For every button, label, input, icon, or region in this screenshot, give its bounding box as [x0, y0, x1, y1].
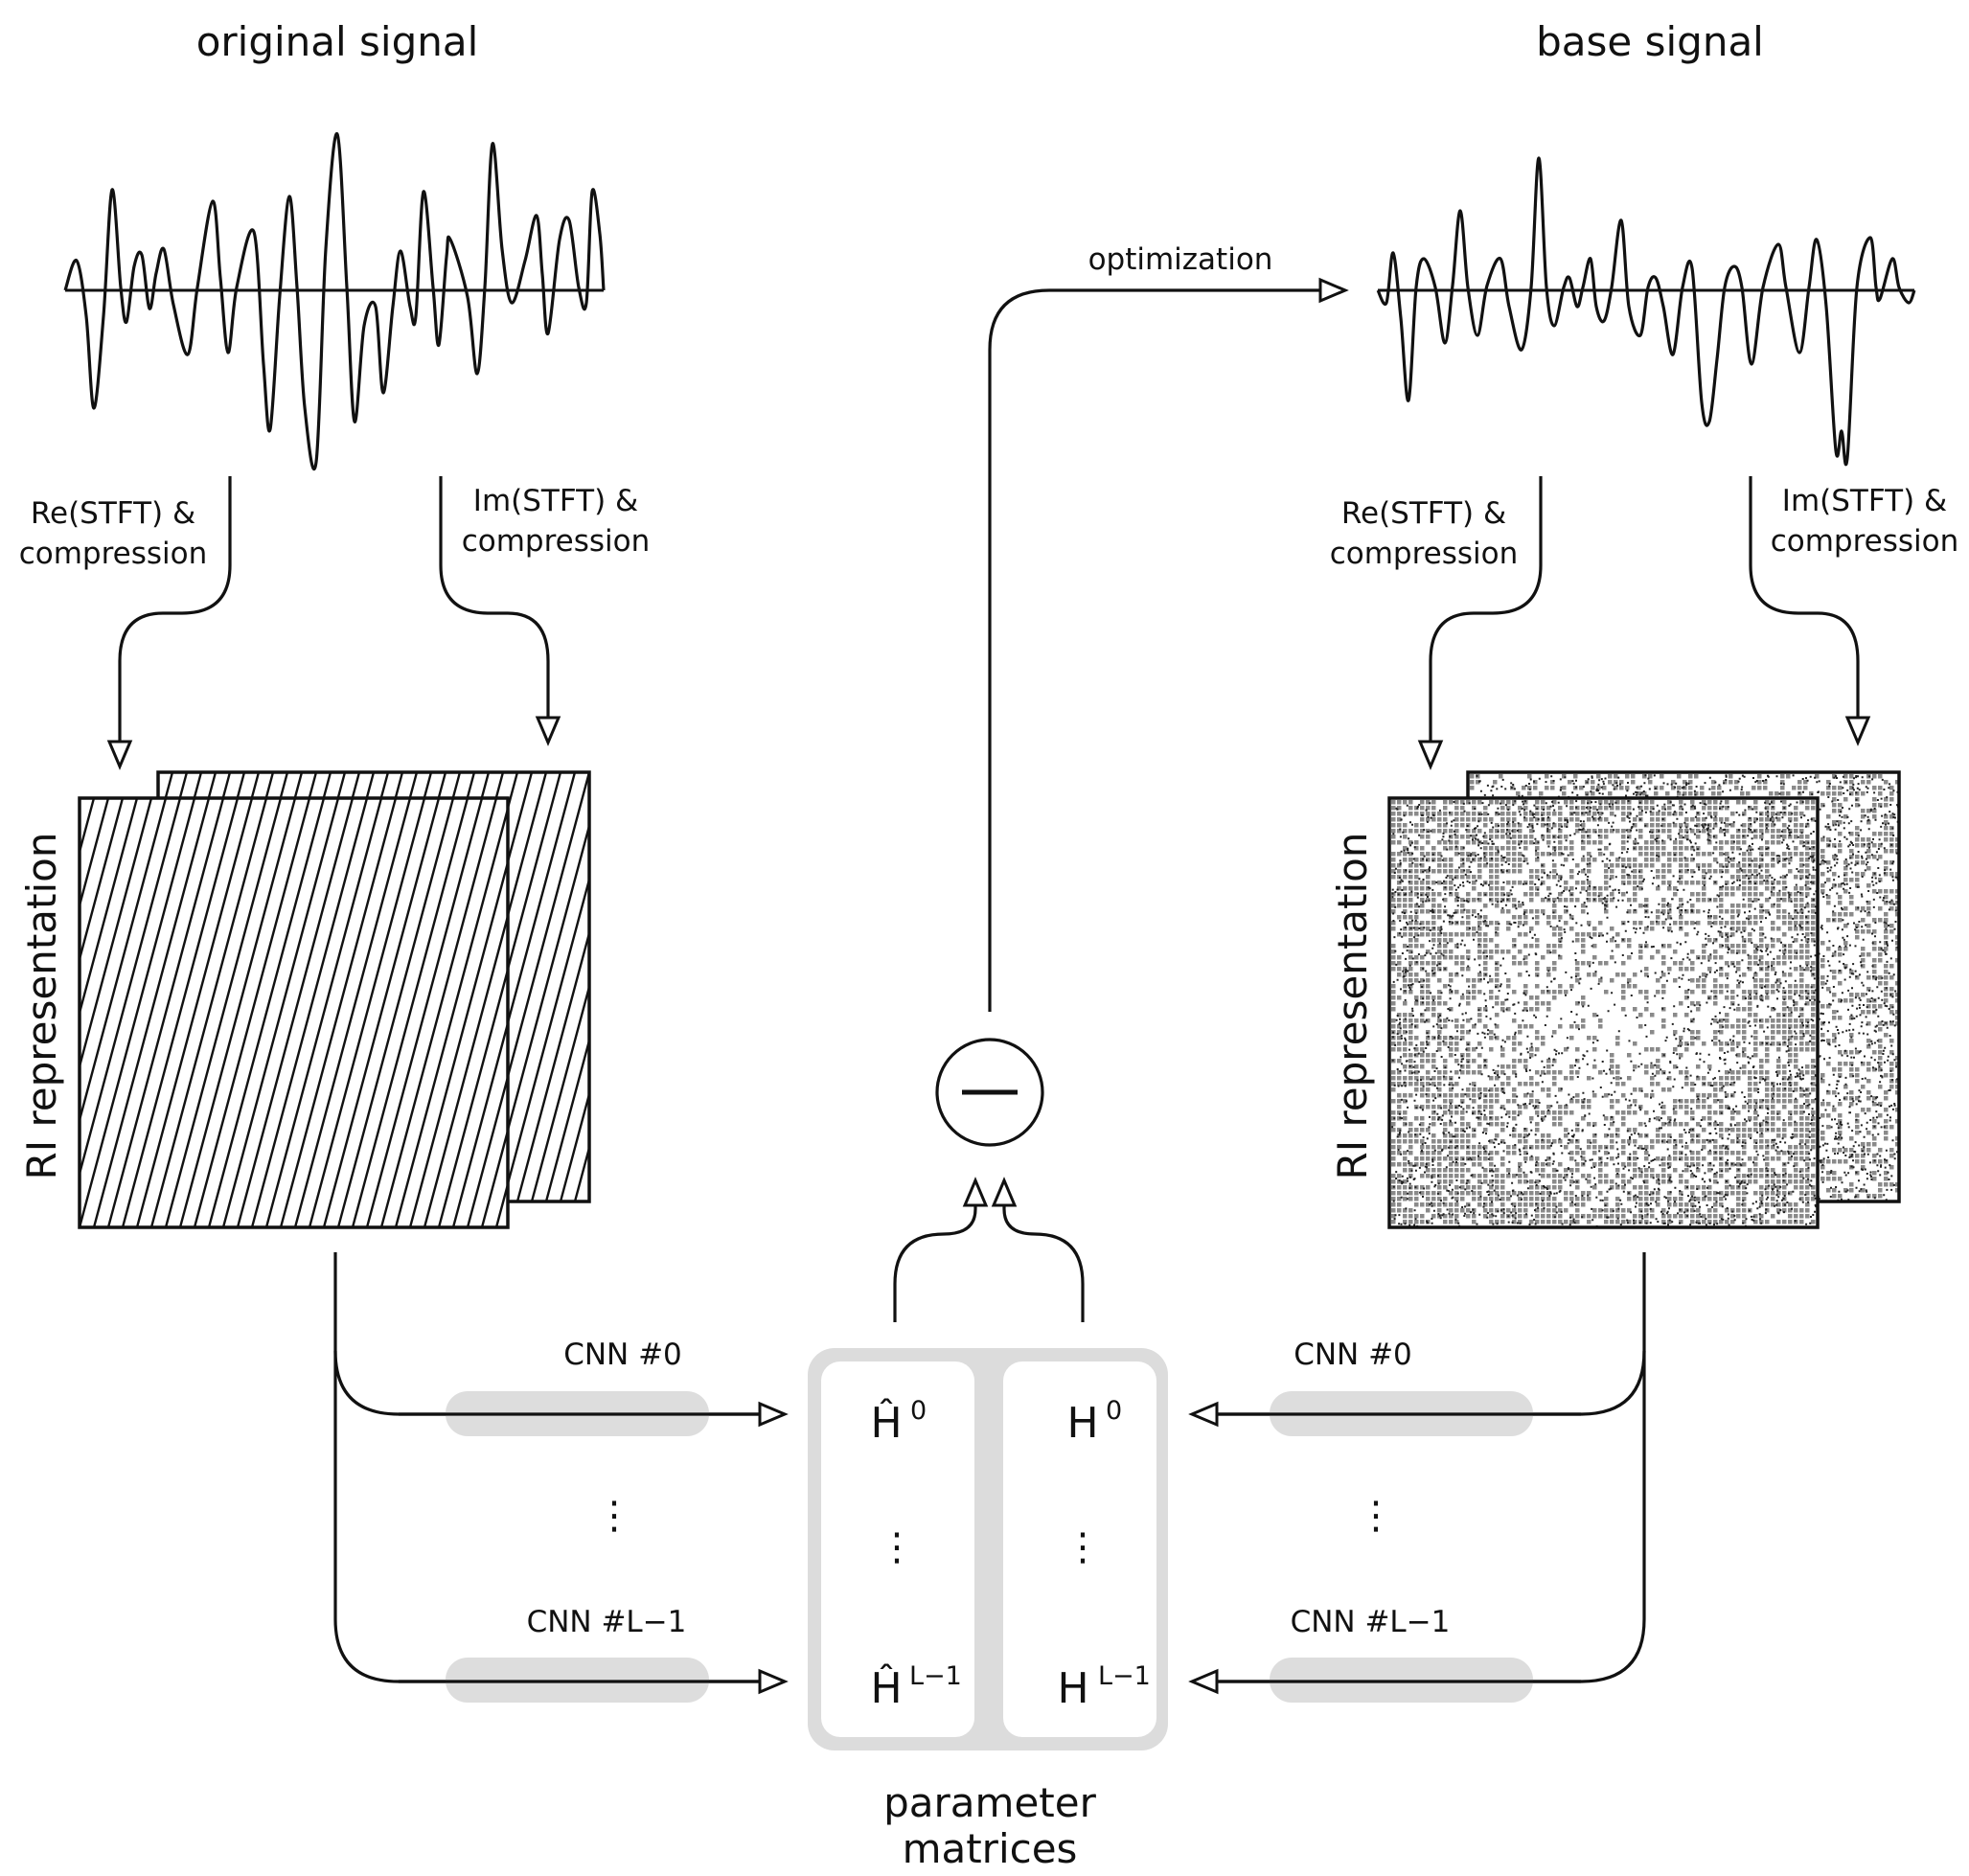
- svg-text:0: 0: [910, 1396, 927, 1426]
- hatch-line: [221, 798, 340, 1227]
- hatch-line: [394, 804, 508, 1227]
- right-im-label-1: Im(STFT) &: [1782, 484, 1947, 518]
- svg-text:L−1: L−1: [1098, 1661, 1151, 1691]
- svg-text:H: H: [1057, 1664, 1088, 1713]
- hatch-line: [587, 1197, 589, 1201]
- hatch-line: [308, 798, 426, 1227]
- left-im-label-1: Im(STFT) &: [473, 484, 638, 518]
- hatch-line: [164, 798, 283, 1227]
- original-signal-waveform: [63, 132, 606, 471]
- hatch-line: [80, 798, 196, 1227]
- right-re-label-2: compression: [1330, 537, 1519, 571]
- matrix-hat-h0: Ĥ 0: [870, 1396, 927, 1448]
- hatch-line: [135, 798, 254, 1227]
- left-cnn-connectors: [333, 1252, 759, 1683]
- right-re-arrow: [1417, 476, 1543, 770]
- optimization-arrow: [988, 277, 1349, 1012]
- hatch-line: [336, 798, 455, 1227]
- left-cnn0-label: CNN #0: [563, 1338, 682, 1372]
- hatch-line: [264, 798, 383, 1227]
- left-im-arrow: [439, 476, 561, 746]
- optimization-label: optimization: [1088, 242, 1273, 277]
- hatch-line: [408, 858, 508, 1227]
- noise-speckle: [1391, 800, 1818, 1227]
- hatch-line: [250, 798, 369, 1227]
- minus-operator-icon: [935, 1038, 1044, 1147]
- parameter-matrices-label-1: parameter: [883, 1779, 1096, 1826]
- hatch-line: [80, 798, 110, 910]
- hatch-line: [451, 1018, 508, 1227]
- hatch-line: [80, 798, 153, 1071]
- hatch-line: [559, 1089, 589, 1201]
- hatch-line: [80, 798, 168, 1125]
- left-cnn-dots: ⋮: [595, 1494, 633, 1538]
- base-signal-title: base signal: [1536, 18, 1764, 65]
- left-re-arrow: [106, 476, 232, 770]
- left-cnn0-arrowhead: [758, 1401, 789, 1428]
- right-cnn-connectors: [1217, 1252, 1646, 1683]
- matrix-hat-dots: ⋮: [878, 1525, 916, 1569]
- left-re-label-2: compression: [19, 537, 208, 571]
- left-ri-label: RI representation: [18, 833, 65, 1180]
- right-im-label-2: compression: [1771, 524, 1959, 559]
- right-cnnL-label: CNN #L−1: [1291, 1605, 1451, 1639]
- hatch-line: [530, 982, 589, 1201]
- svg-text:0: 0: [1106, 1396, 1122, 1426]
- hatch-line: [515, 928, 589, 1201]
- hatch-line: [279, 798, 398, 1227]
- hatch-line: [149, 798, 268, 1227]
- right-cnnL-arrowhead: [1188, 1668, 1219, 1695]
- matrix-hL1: H L−1: [1057, 1661, 1150, 1713]
- hatch-line: [92, 798, 211, 1227]
- svg-text:Ĥ: Ĥ: [870, 1662, 902, 1713]
- right-ri-label: RI representation: [1329, 833, 1376, 1180]
- left-cnnL-arrowhead: [758, 1668, 789, 1695]
- hatch-line: [106, 798, 225, 1227]
- noise-texture: [1391, 800, 1816, 1224]
- hatch-line: [80, 798, 125, 964]
- matrix-plain-dots: ⋮: [1064, 1525, 1102, 1569]
- right-re-label-1: Re(STFT) &: [1341, 496, 1506, 531]
- left-cnnL-label: CNN #L−1: [527, 1605, 687, 1639]
- right-im-arrow: [1749, 476, 1871, 746]
- svg-text:H: H: [1066, 1399, 1098, 1448]
- hatch-line: [379, 798, 498, 1227]
- right-ri-front-square: [1387, 796, 1820, 1229]
- svg-text:L−1: L−1: [909, 1661, 962, 1691]
- parameter-matrices-label-2: matrices: [903, 1825, 1078, 1872]
- original-signal-title: original signal: [196, 18, 479, 65]
- hatch-line: [365, 798, 484, 1227]
- hatch-line: [207, 798, 326, 1227]
- hatch-line: [80, 798, 139, 1018]
- hatch-line: [236, 798, 355, 1227]
- hatch-line: [480, 1126, 508, 1227]
- hatch-line: [178, 798, 297, 1227]
- matrix-hat-hL1: Ĥ L−1: [870, 1661, 961, 1713]
- right-cnn-dots: ⋮: [1357, 1494, 1395, 1538]
- hatch-line: [121, 798, 240, 1227]
- base-signal-waveform: [1376, 156, 1916, 467]
- matrix-h0: H 0: [1066, 1396, 1122, 1448]
- matrix-to-minus-arrows: [893, 1177, 1085, 1322]
- left-ri-front-square: [78, 796, 510, 1229]
- hatch-line: [423, 911, 508, 1227]
- hatch-line: [193, 798, 311, 1227]
- hatch-line: [437, 965, 508, 1227]
- hatch-line: [573, 1143, 589, 1201]
- hatch-line: [293, 798, 412, 1227]
- left-im-label-2: compression: [462, 524, 651, 559]
- hatch-line: [544, 1036, 589, 1201]
- left-re-label-1: Re(STFT) &: [31, 496, 195, 531]
- right-cnn0-arrowhead: [1188, 1401, 1219, 1428]
- hatch-line: [80, 798, 182, 1178]
- hatch-line: [351, 798, 469, 1227]
- svg-text:Ĥ: Ĥ: [870, 1397, 902, 1448]
- parameter-matrices-box: [808, 1348, 1168, 1750]
- hatch-line: [322, 798, 441, 1227]
- right-cnn0-label: CNN #0: [1294, 1338, 1412, 1372]
- hatch-line: [466, 1072, 508, 1227]
- hatch-line: [501, 875, 589, 1201]
